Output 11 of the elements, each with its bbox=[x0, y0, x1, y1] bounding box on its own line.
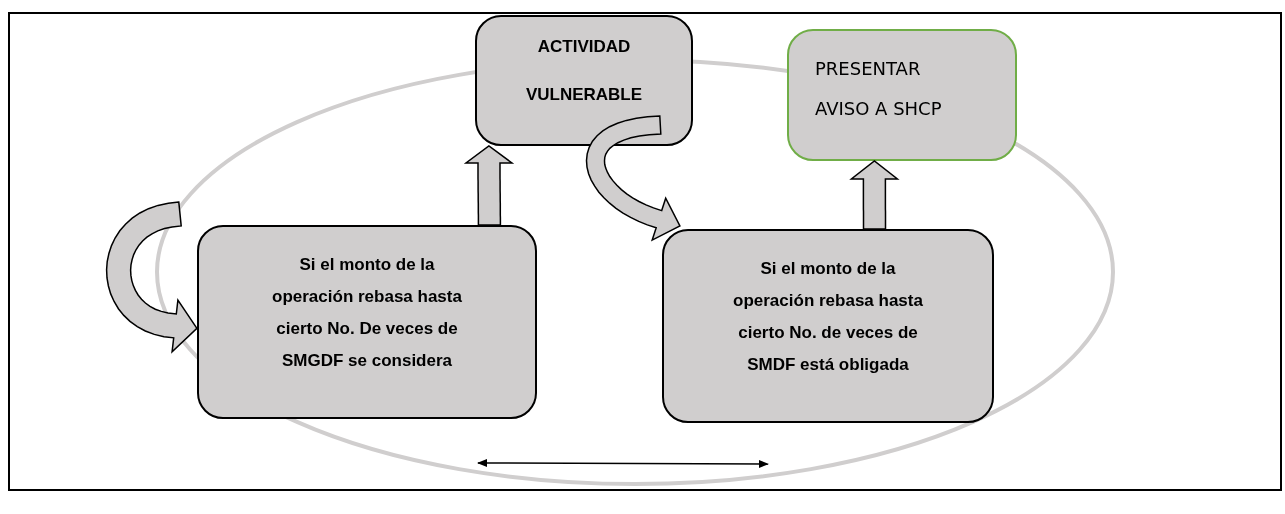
process-box bbox=[787, 29, 1017, 161]
box-text: Si el monto de la operación rebasa hasta cierto No. De veces de SMGDF se considera bbox=[271, 254, 463, 372]
box-text: Si el monto de la operación rebasa hasta cierto No. de veces de SMDF está obligada bbox=[732, 258, 924, 376]
process-box bbox=[662, 229, 994, 423]
block-arrow bbox=[463, 145, 515, 226]
block-arrow bbox=[849, 160, 900, 230]
box-text: ACTIVIDAD VULNERABLE bbox=[524, 36, 644, 106]
process-box bbox=[475, 15, 693, 146]
process-box bbox=[197, 225, 537, 419]
block-arrow bbox=[585, 115, 681, 242]
box-text: PRESENTAR AVISO A SHCP bbox=[815, 57, 943, 121]
